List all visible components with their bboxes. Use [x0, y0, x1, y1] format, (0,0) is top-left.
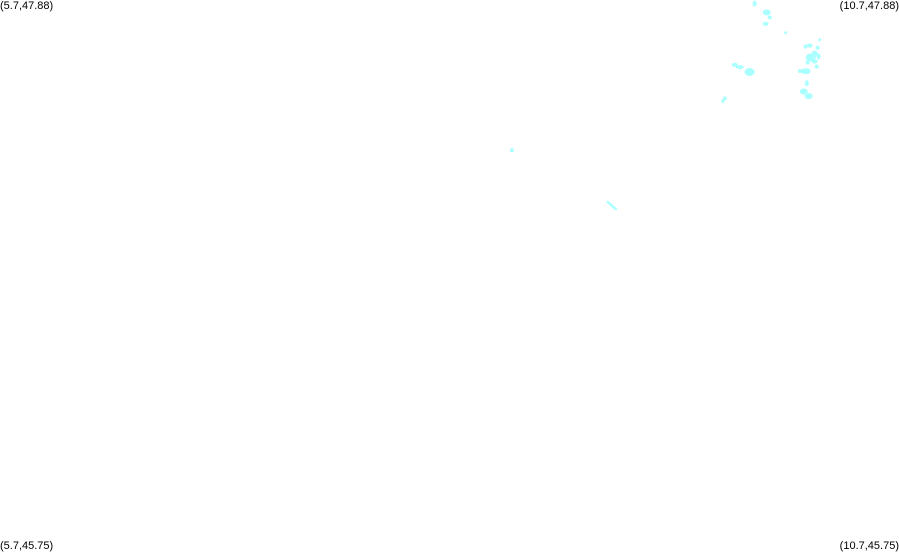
water-feature — [799, 88, 808, 95]
water-feature — [814, 64, 819, 69]
water-segment — [606, 200, 618, 211]
water-feature — [744, 68, 755, 76]
water-feature — [804, 80, 809, 87]
water-feature — [811, 59, 818, 64]
corner-label-bottom-left: (5.7,45.75) — [0, 540, 54, 552]
water-feature — [815, 45, 820, 50]
water-feature — [735, 65, 744, 70]
water-feature — [722, 96, 727, 101]
water-feature — [762, 9, 771, 16]
water-feature — [509, 148, 514, 153]
water-feature — [803, 44, 808, 49]
water-feature — [818, 38, 822, 42]
water-feature — [752, 0, 757, 7]
water-feature — [805, 53, 816, 62]
water-feature — [805, 60, 810, 65]
water-feature — [721, 99, 725, 104]
water-feature — [797, 69, 802, 73]
corner-label-top-right: (10.7,47.88) — [839, 0, 899, 12]
water-feature — [784, 31, 788, 35]
water-feature — [767, 15, 772, 20]
corner-label-bottom-right: (10.7,45.75) — [839, 540, 899, 552]
water-feature — [806, 43, 813, 48]
water-feature — [731, 62, 738, 67]
water-feature — [804, 93, 813, 100]
corner-label-top-left: (5.7,47.88) — [0, 0, 54, 12]
water-feature — [816, 53, 821, 60]
water-feature — [762, 21, 769, 26]
water-feature — [800, 68, 811, 75]
